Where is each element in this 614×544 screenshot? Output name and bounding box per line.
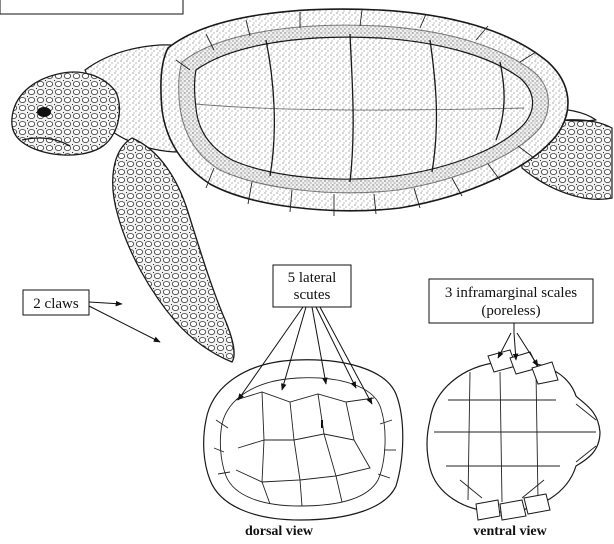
top-left-label-box (0, 0, 183, 14)
claws-label: 2 claws (33, 296, 79, 312)
claws-arrow-2 (89, 306, 160, 342)
lateral-scutes-label-line2: scutes (294, 287, 331, 303)
inframarginal-arrow-2 (514, 333, 516, 360)
claws-arrow-1 (89, 302, 122, 304)
lateral-scutes-label-line1: 5 lateral (288, 270, 337, 286)
turtle-eye (37, 107, 51, 117)
turtle-head (12, 72, 120, 155)
dorsal-view-shell (204, 360, 403, 520)
ventral-view-plastron (427, 350, 600, 520)
claws-callout: 2 claws (23, 290, 160, 342)
dorsal-view-caption: dorsal view (245, 524, 314, 539)
inframarginal-label-line1: 3 inframarginal scales (445, 285, 577, 301)
inframarginal-label-line2: (poreless) (481, 303, 540, 319)
ventral-view-caption: ventral view (473, 524, 547, 539)
